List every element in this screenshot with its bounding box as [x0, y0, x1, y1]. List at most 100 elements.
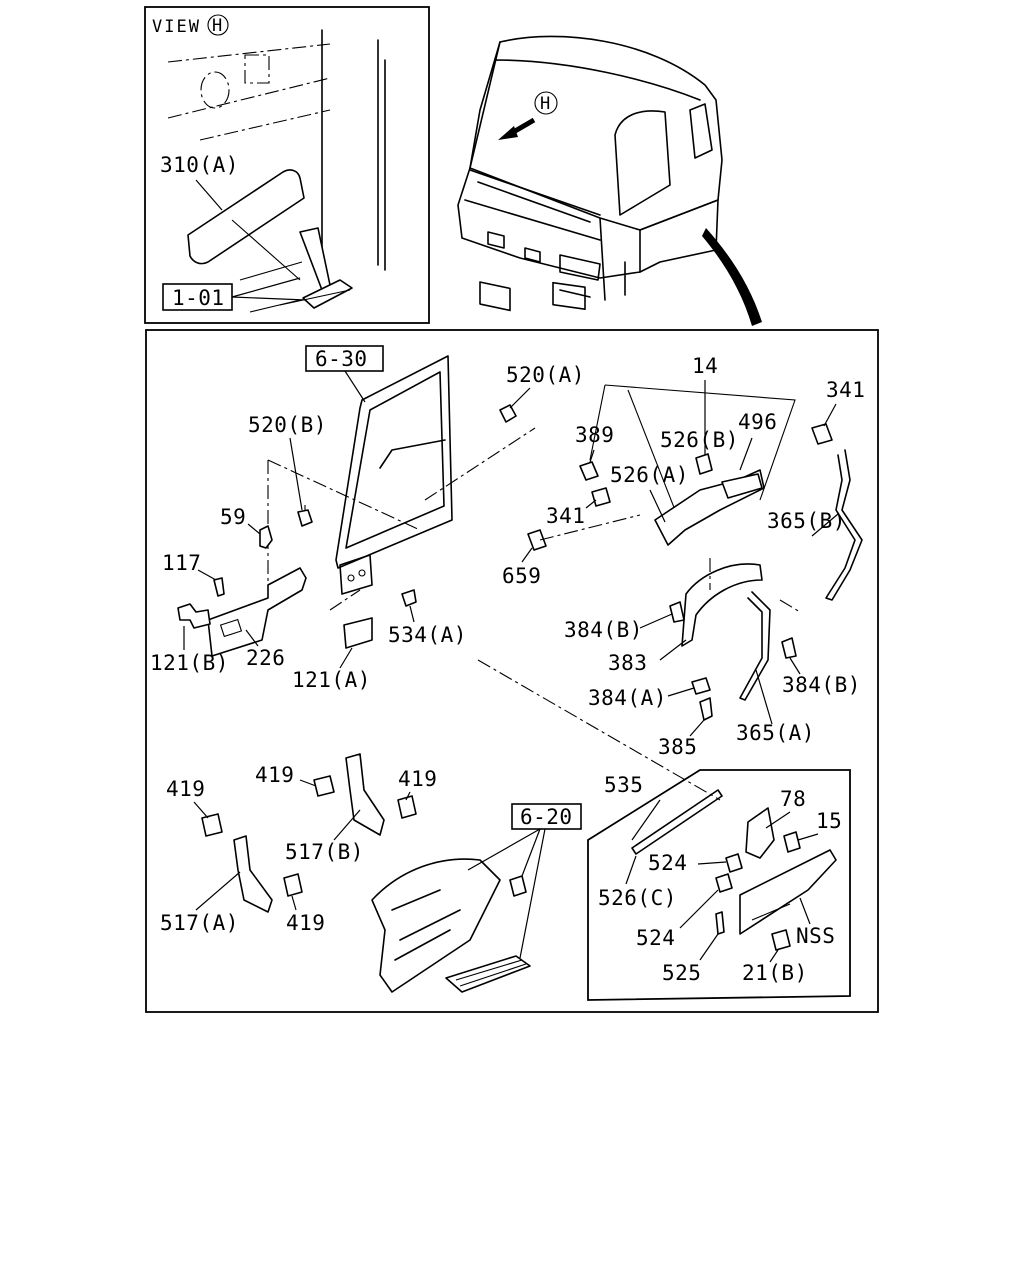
- label-365a: 365(A): [736, 721, 815, 745]
- part-384a-clip: [691, 677, 711, 695]
- view-h-letter: H: [212, 16, 222, 36]
- view-h-inset: VIEW H 310(A) 1-01: [144, 6, 430, 324]
- leader-310a: [195, 179, 223, 211]
- part-419-bolt-3: [201, 813, 223, 837]
- cab-door-window: [614, 110, 671, 216]
- part-534a-clip: [401, 589, 417, 607]
- leader-21b: [769, 949, 779, 963]
- part-59-clip: [259, 525, 273, 549]
- cab-view-marker-circle: [534, 91, 558, 115]
- label-419-2: 419: [398, 767, 437, 791]
- cab-grille-bars: [464, 169, 601, 241]
- label-341-b: 341: [826, 378, 865, 402]
- main-parts-frame: [145, 329, 879, 1013]
- leader-520b: [289, 437, 303, 511]
- leader-384a: [667, 687, 695, 697]
- step-frame: [371, 858, 501, 993]
- leader-15: [797, 833, 819, 841]
- cab-side-lower: [599, 199, 719, 301]
- label-659: 659: [502, 564, 541, 588]
- leader-419-4: [291, 895, 297, 911]
- leader-341-a: [585, 499, 597, 509]
- label-384b-1: 384(B): [564, 618, 643, 642]
- view-h-frame: [144, 6, 430, 324]
- ref-box-6-20: [511, 803, 582, 830]
- leader-535: [631, 799, 661, 841]
- part-384b-clip-1: [669, 601, 685, 623]
- leader-383: [659, 639, 687, 661]
- part-310a-plate: [187, 169, 305, 265]
- detail-inset-frame: [587, 769, 851, 1001]
- part-517a-bracket: [233, 835, 273, 913]
- truck-cab-illustration: H: [457, 35, 762, 326]
- label-310a: 310(A): [160, 153, 239, 177]
- part-419-bolt-4: [283, 873, 303, 897]
- part-389-bolt: [579, 461, 599, 481]
- leader-659: [521, 547, 533, 563]
- label-1-01: 1-01: [172, 286, 225, 310]
- label-517b: 517(B): [285, 840, 364, 864]
- cab-rear-window: [689, 103, 713, 159]
- cab-roof-edge: [469, 41, 701, 169]
- part-226-slot: [219, 618, 243, 638]
- label-384a: 384(A): [588, 686, 667, 710]
- leader-419-2: [405, 791, 411, 801]
- door-hinge-plate: [339, 554, 373, 595]
- part-517-group: [201, 753, 417, 913]
- label-341-a: 341: [546, 504, 585, 528]
- callout-sweep-arrow: [702, 228, 762, 326]
- part-385-screw: [699, 697, 713, 721]
- label-419-4: 419: [286, 911, 325, 935]
- step-frame-ribs: [391, 889, 461, 961]
- leader-78: [765, 811, 791, 829]
- step-tread-grip: [455, 959, 527, 987]
- view-h-square: [244, 54, 270, 84]
- cab-view-marker: H: [540, 94, 550, 114]
- leader-517b: [333, 809, 361, 841]
- label-nss: NSS: [796, 924, 835, 948]
- leader-419-1: [299, 779, 317, 787]
- leader-365b: [811, 513, 839, 537]
- cab-bumper-lights: [487, 231, 601, 281]
- label-78: 78: [780, 787, 806, 811]
- label-384b-2: 384(B): [782, 673, 861, 697]
- leader-525: [699, 933, 719, 961]
- part-341-bolt-b: [811, 423, 833, 445]
- door-assembly-lines: [267, 427, 721, 801]
- part-341-bolt-a: [591, 487, 611, 507]
- part-365a-stay: [739, 591, 771, 701]
- label-525: 525: [662, 961, 701, 985]
- hinge-hole-2: [358, 569, 366, 577]
- label-526b: 526(B): [660, 428, 739, 452]
- part-365b-stay: [825, 449, 863, 601]
- part-496-plate: [721, 473, 763, 499]
- label-121b: 121(B): [150, 651, 229, 675]
- part-525-pin: [715, 911, 725, 935]
- ref-box-6-30: [305, 345, 384, 372]
- view-h-plate-leader: [231, 219, 301, 281]
- part-nss-panel: [739, 849, 837, 935]
- part-535-strip: [631, 789, 723, 855]
- leader-59: [247, 523, 261, 535]
- part-121a-block: [343, 617, 373, 649]
- label-534a: 534(A): [388, 623, 467, 647]
- view-h-hole: [200, 71, 230, 109]
- label-496: 496: [738, 410, 777, 434]
- leader-496: [739, 437, 753, 471]
- label-383: 383: [608, 651, 647, 675]
- leader-384b-2: [789, 657, 801, 675]
- wheel-arch-group: [527, 384, 863, 721]
- view-direction-arrowhead: [498, 126, 518, 140]
- hinge-hole-1: [347, 574, 355, 582]
- leader-1-01: [231, 277, 307, 301]
- label-389: 389: [575, 423, 614, 447]
- part-121b-bolt: [177, 603, 211, 629]
- part-226-group: [177, 404, 517, 657]
- label-524-b: 524: [636, 926, 675, 950]
- part-526b-clip: [695, 453, 713, 475]
- leader-365a: [755, 669, 773, 725]
- label-535: 535: [604, 773, 643, 797]
- pedal-pad: [302, 279, 353, 309]
- part-labels: 520(A) 520(B) 59 117 121(B) 226 121(A) 5…: [150, 354, 865, 985]
